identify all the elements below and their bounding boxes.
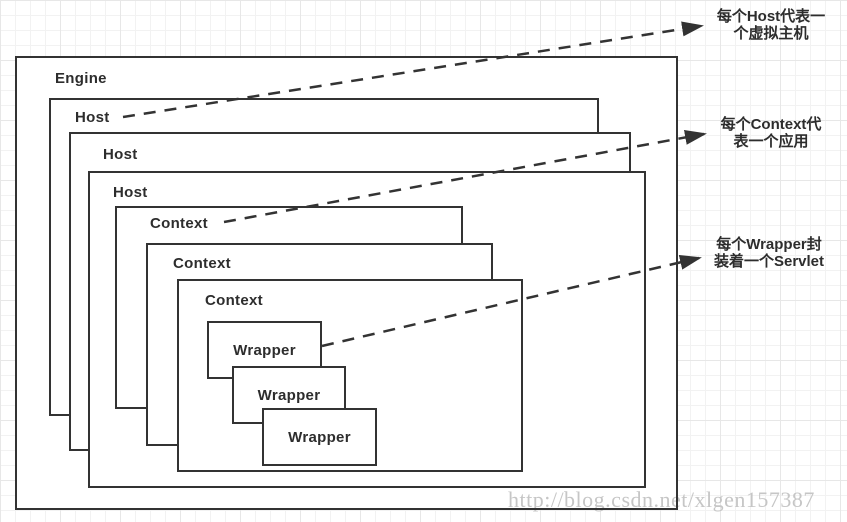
wrapper-box-3: Wrapper: [262, 408, 377, 466]
wrapper-label-2: Wrapper: [257, 386, 321, 404]
context-annotation-line2: 表一个应用: [733, 133, 809, 150]
host-label-1: Host: [75, 109, 110, 126]
context-label-2: Context: [173, 255, 231, 272]
context-label-3: Context: [205, 292, 263, 309]
wrapper-label-1: Wrapper: [233, 341, 296, 359]
host-label-3: Host: [113, 184, 148, 201]
host-annotation-line1: 每个Host代表一: [716, 8, 826, 25]
host-annotation: 每个Host代表一 个虚拟主机: [706, 8, 836, 42]
wrapper-annotation-line2: 装着一个Servlet: [713, 253, 825, 270]
wrapper-label-3: Wrapper: [288, 428, 351, 446]
engine-label: Engine: [55, 70, 107, 87]
context-annotation: 每个Context代 表一个应用: [706, 116, 836, 150]
wrapper-annotation: 每个Wrapper封 装着一个Servlet: [704, 236, 834, 270]
host-annotation-line2: 个虚拟主机: [733, 25, 809, 42]
context-label-1: Context: [150, 215, 208, 232]
wrapper-annotation-line1: 每个Wrapper封: [716, 236, 822, 253]
context-annotation-line1: 每个Context代: [720, 116, 822, 133]
host-label-2: Host: [103, 146, 138, 163]
watermark-text: http://blog.csdn.net/xlgen157387: [508, 487, 815, 512]
